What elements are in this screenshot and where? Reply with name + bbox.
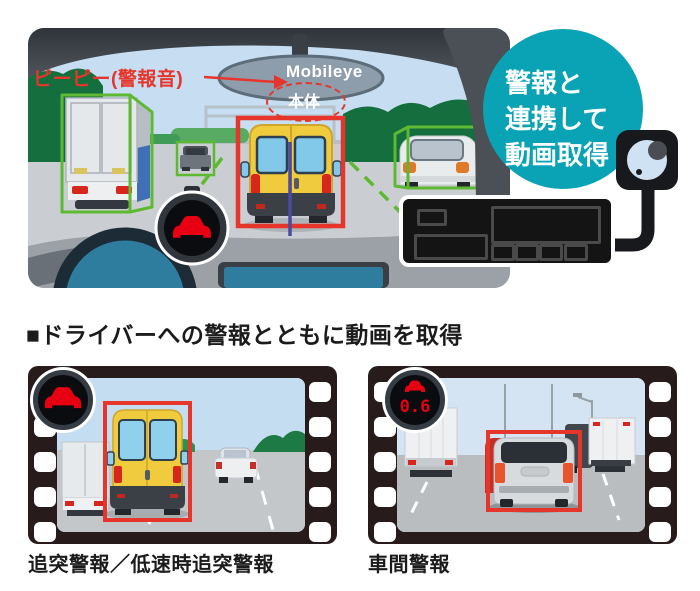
camera-cable xyxy=(602,185,655,252)
detection-box-red xyxy=(486,430,582,512)
scene-truck-right xyxy=(588,417,636,472)
car-roof xyxy=(28,28,510,86)
recorder-button xyxy=(564,244,588,261)
mobileye-camera-icon xyxy=(616,130,678,190)
film-frame-headway-warning: 0.6 xyxy=(368,366,677,544)
detection-box-sedan xyxy=(175,140,216,177)
scene-lead-van xyxy=(105,409,189,520)
scene-truck xyxy=(61,441,110,516)
car-collision-warning-icon xyxy=(44,387,82,409)
drive-recorder-device xyxy=(399,195,615,267)
recorder-display xyxy=(491,206,601,244)
recorder-button xyxy=(491,244,515,261)
bushes-mid xyxy=(171,128,249,143)
headway-value: 0.6 xyxy=(399,397,431,417)
camera-brand-label: Mobileye xyxy=(286,62,363,81)
recorder-slot xyxy=(417,209,447,226)
camera-dot xyxy=(636,169,642,175)
camera-pupil xyxy=(648,141,667,160)
detected-car-right xyxy=(399,135,478,189)
camera-unit-label: 本体 xyxy=(287,94,320,111)
callout-line-3: 動画取得 xyxy=(505,140,610,170)
dashboard xyxy=(28,227,510,288)
scene-car xyxy=(214,447,258,483)
detection-box-red xyxy=(103,401,192,522)
warning-display xyxy=(154,186,230,266)
collision-warning-scene xyxy=(57,378,305,532)
detection-box-truck xyxy=(60,93,154,214)
video-capture-callout: 警報と 連携して 動画取得 xyxy=(483,29,643,189)
callout-line-1: 警報と xyxy=(505,68,584,98)
collision-warning-badge xyxy=(33,370,93,430)
callout-line-2: 連携して xyxy=(505,104,609,134)
detected-sedan xyxy=(180,146,211,171)
scene-minivan xyxy=(489,437,579,513)
recorder-button xyxy=(539,244,563,261)
camera-location-ellipse xyxy=(266,82,346,122)
alarm-arrow xyxy=(203,75,288,89)
windshield-illustration: Mobileye 本体 ピーピー(警報音) xyxy=(28,28,510,288)
windshield-scene xyxy=(28,28,510,288)
caption-collision-warning: 追突警報／低速時追突警報 xyxy=(28,554,274,576)
car-headway-warning-icon xyxy=(405,380,425,392)
car-collision-warning-icon xyxy=(172,215,211,238)
recorder-media-slot xyxy=(414,234,488,260)
alarm-sound-label: ピーピー(警報音) xyxy=(33,69,184,90)
recorder-button xyxy=(515,244,539,261)
caption-headway-warning: 車間警報 xyxy=(368,554,450,576)
camera-lens xyxy=(624,137,670,183)
headway-warning-badge: 0.6 xyxy=(385,370,445,430)
section-heading: ■ドライバーへの警報とともに動画を取得 xyxy=(26,322,463,348)
detected-truck xyxy=(65,97,150,209)
film-frame-collision-warning xyxy=(28,366,337,544)
